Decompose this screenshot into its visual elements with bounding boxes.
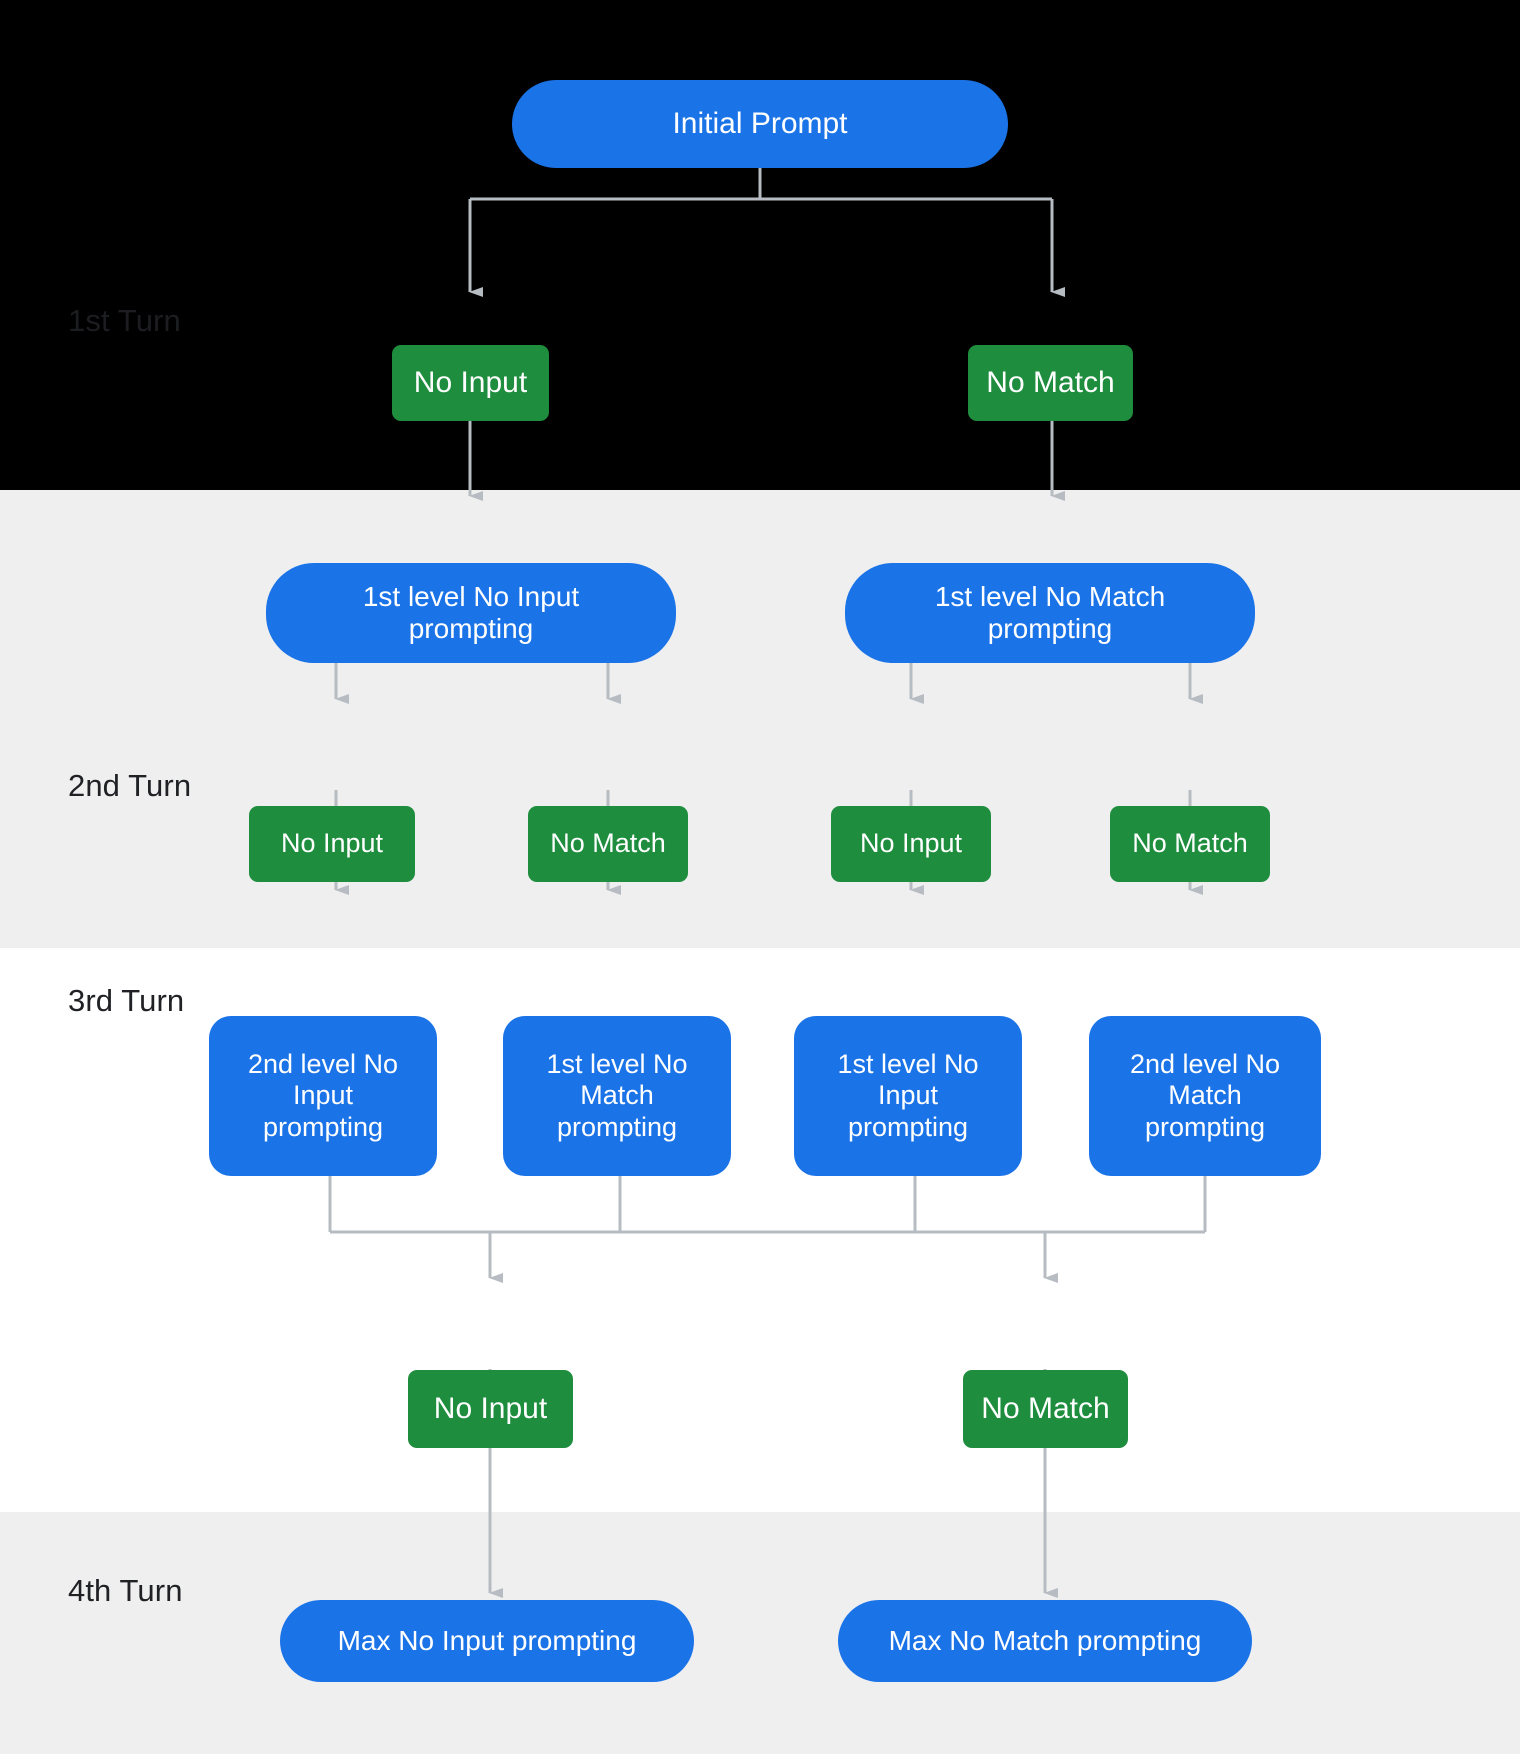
node-t4-max-no-match-prompting[interactable]: Max No Match prompting (838, 1600, 1252, 1682)
node-t3-2nd-level-no-match-prompting[interactable]: 2nd level No Match prompting (1089, 1016, 1321, 1176)
node-t4-max-no-input-label: Max No Input prompting (337, 1624, 637, 1656)
node-t3-no-match-label: No Match (981, 1391, 1110, 1425)
node-t3-1st-level-no-match-prompting[interactable]: 1st level No Match prompting (503, 1016, 731, 1176)
node-t2-no-input-a[interactable]: No Input (249, 806, 415, 882)
node-t1-no-input[interactable]: No Input (392, 345, 549, 421)
node-t2-no-input-a-label: No Input (280, 828, 384, 859)
turn-label-1st: 1st Turn (68, 303, 181, 338)
node-t2-ni-line1: 1st level No Input (362, 580, 580, 612)
node-t2-ni-line2: prompting (408, 613, 534, 644)
node-t3-p2-line3: prompting (556, 1111, 678, 1142)
band-4th-turn (0, 1512, 1520, 1754)
node-t2-no-input-b[interactable]: No Input (831, 806, 991, 882)
node-t2-no-match-a-label: No Match (550, 828, 666, 859)
node-initial-prompt[interactable]: Initial Prompt (512, 80, 1008, 168)
node-t3-1st-level-no-input-prompting[interactable]: 1st level No Input prompting (794, 1016, 1022, 1176)
node-t3-p1-line1: 2nd level No (247, 1049, 399, 1080)
node-t1-no-match[interactable]: No Match (968, 345, 1133, 421)
node-t3-p3-line1: 1st level No (837, 1049, 979, 1080)
turn-label-2nd: 2nd Turn (68, 768, 192, 803)
node-t3-p3-line3: prompting (847, 1111, 969, 1142)
node-t3-p4-line2: Match (1168, 1080, 1242, 1111)
turn-label-4th: 4th Turn (68, 1573, 183, 1608)
node-t4-max-no-input-prompting[interactable]: Max No Input prompting (280, 1600, 694, 1682)
node-t2-no-input-b-label: No Input (859, 828, 963, 859)
node-t3-no-input-label: No Input (433, 1391, 548, 1425)
node-t2-no-match-a[interactable]: No Match (528, 806, 688, 882)
node-t3-p1-line2: Input (292, 1080, 354, 1111)
node-t3-p4-line1: 2nd level No (1129, 1049, 1281, 1080)
node-t4-max-no-match-label: Max No Match prompting (888, 1624, 1202, 1656)
node-t1-no-match-label: No Match (986, 365, 1115, 399)
node-t2-nm-line1: 1st level No Match (934, 580, 1166, 612)
node-t3-p3-line2: Input (877, 1080, 939, 1111)
node-t2-no-match-b[interactable]: No Match (1110, 806, 1270, 882)
node-t3-p1-line3: prompting (262, 1111, 384, 1142)
node-t3-p2-line2: Match (580, 1080, 654, 1111)
node-t3-p4-line3: prompting (1144, 1111, 1266, 1142)
turn-label-3rd: 3rd Turn (68, 983, 185, 1018)
node-initial-prompt-label: Initial Prompt (672, 106, 848, 140)
node-t2-nm-line2: prompting (987, 613, 1113, 644)
node-t2-1st-level-no-input-prompting[interactable]: 1st level No Input prompting (266, 563, 676, 663)
node-t3-no-match[interactable]: No Match (963, 1370, 1128, 1448)
node-t3-p2-line1: 1st level No (546, 1049, 688, 1080)
node-t3-no-input[interactable]: No Input (408, 1370, 573, 1448)
node-t2-no-match-b-label: No Match (1132, 828, 1248, 859)
node-t2-1st-level-no-match-prompting[interactable]: 1st level No Match prompting (845, 563, 1255, 663)
node-t3-2nd-level-no-input-prompting[interactable]: 2nd level No Input prompting (209, 1016, 437, 1176)
node-t1-no-input-label: No Input (413, 365, 528, 399)
